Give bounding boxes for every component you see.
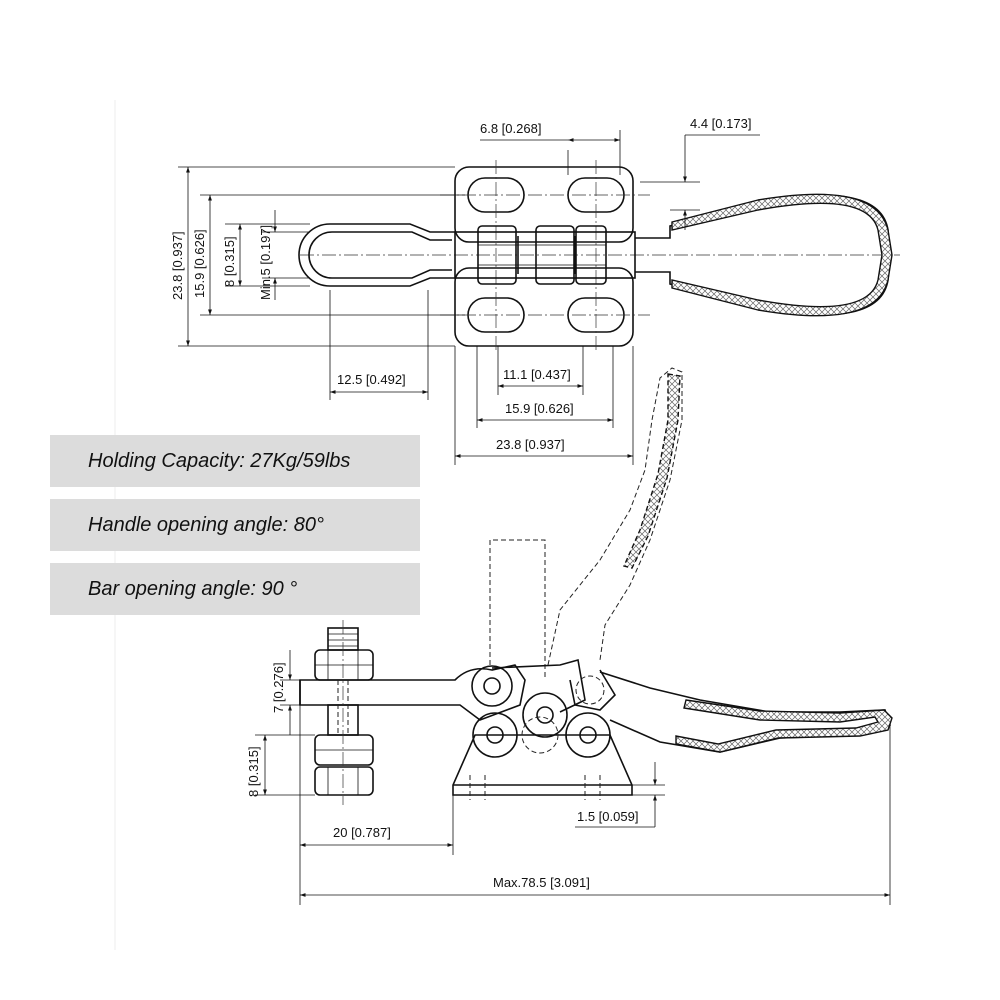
base-plate-upper [454,166,634,243]
pivot-base-left [472,712,518,758]
clamp-base [452,734,633,796]
base-plate-lower [454,267,634,347]
dim-overall-height: 23.8 [0.937] [170,231,185,300]
dim-bar-slot: Min.5 [0.197] [258,225,273,300]
pivot-center [522,692,568,738]
dim-overall-length: Max.78.5 [3.091] [493,875,590,890]
open-handle-outline [547,367,683,666]
dim-hole-spacing-horizontal: 11.1 [0.437] [503,367,571,382]
side-view-dimensions: 7 [0.276] 8 [0.315] 1.5 [0.059] 20 [0.78… [246,650,891,905]
dim-arm-thickness: 7 [0.276] [271,662,286,713]
closed-handle-grip [675,699,893,753]
dim-hole-spacing-vertical: 15.9 [0.626] [192,229,207,298]
spec-holding-capacity: Holding Capacity: 27Kg/59lbs [50,435,420,487]
dim-spindle-offset: 20 [0.787] [333,825,391,840]
side-view [299,367,893,805]
clamp-arm [299,664,526,721]
dim-bar-extension: 12.5 [0.492] [337,372,406,387]
dim-base-height: 8 [0.315] [246,746,261,797]
spec-bar-opening-angle: Bar opening angle: 90 ° [50,563,420,615]
handle-grip [671,193,893,317]
dim-base-inner-width: 15.9 [0.626] [505,401,574,416]
dim-base-width: 23.8 [0.937] [496,437,565,452]
spec-handle-opening-angle: Handle opening angle: 80° [50,499,420,551]
pivot-base-right [565,712,611,758]
pivot-link-upper [471,665,513,707]
dim-grip-thickness: 4.4 [0.173] [690,116,751,131]
open-bar-outline [489,539,546,680]
top-view [298,160,900,350]
dim-handle-width: 6.8 [0.268] [480,121,541,136]
clamp-bar-loop [298,223,455,287]
dim-bar-width: 8 [0.315] [222,236,237,287]
spindle-pad [314,766,374,796]
dim-base-plate-thickness: 1.5 [0.059] [577,809,638,824]
top-view-dimensions: 6.8 [0.268] 4.4 [0.173] 23.8 [0.937] 15.… [170,116,760,465]
